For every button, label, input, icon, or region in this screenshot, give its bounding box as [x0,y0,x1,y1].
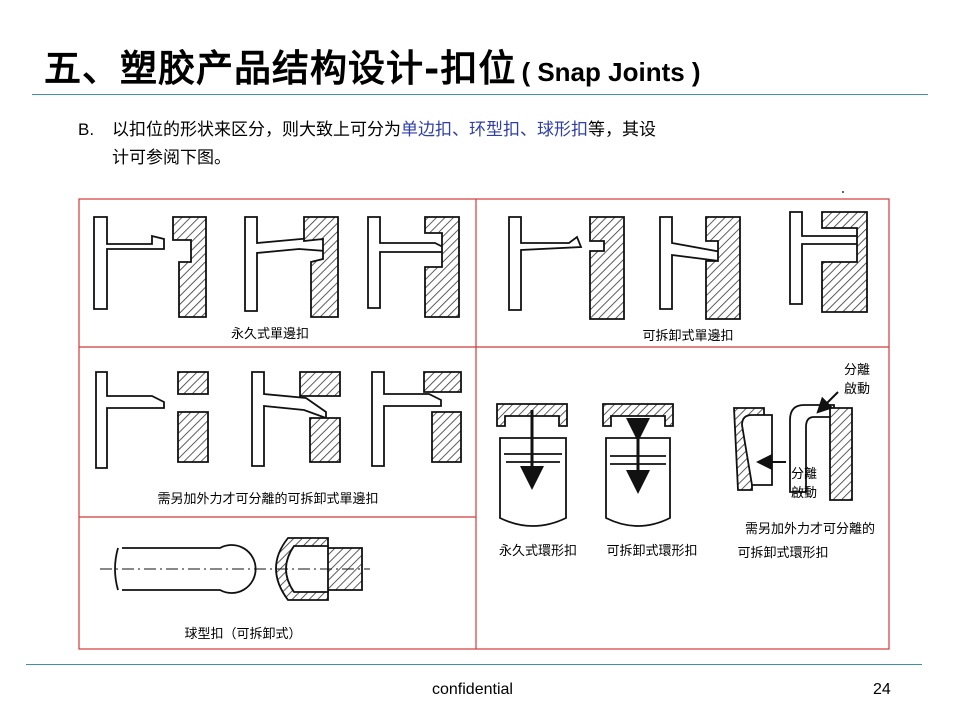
title-rule [32,94,928,95]
body-text-2: 等，其设 [588,120,656,140]
caption-permanent-ring: 永久式環形扣 [499,544,577,559]
force-single-snap-drawing [95,371,462,469]
caption-ball-snap: 球型扣（可拆卸式） [184,626,301,642]
page-number: 24 [873,681,891,698]
removable-ring-snap-drawing [602,403,674,527]
item-label: B. [78,120,95,139]
permanent-ring-snap-drawing [496,403,568,527]
force-ring-snap-drawing [733,391,853,501]
body-paragraph: B. 以扣位的形状来区分，则大致上可分为单边扣、环型扣、球形扣等，其设 计可参阅下… [78,116,898,172]
figure-frame [78,198,890,650]
caption-force-ring-2: 可拆卸式環形扣 [737,545,828,561]
footer-confidential: confidential [432,681,513,698]
body-text-1: 以扣位的形状来区分，则大致上可分为 [112,120,401,140]
removable-single-snap-drawing [508,211,868,320]
permanent-single-snap-drawing [93,216,460,318]
caption-separate-2a: 分離 [791,467,817,482]
caption-separate-1a: 分離 [844,363,870,378]
page-title: 五、塑胶产品结构设计-扣位 ( Snap Joints ) [44,38,701,92]
caption-removable-single: 可拆卸式單邊扣 [642,328,733,344]
body-text-3: 计可参阅下图。 [112,148,231,168]
ball-snap-drawing [100,537,370,601]
caption-force-single: 需另加外力才可分離的可拆卸式單邊扣 [157,491,378,507]
title-chinese: 五、塑胶产品结构设计-扣位 [44,46,517,90]
caption-permanent-single: 永久式單邊扣 [231,327,309,342]
caption-separate-1b: 啟動 [844,382,870,397]
caption-removable-ring: 可拆卸式環形扣 [606,543,697,559]
caption-force-ring-1: 需另加外力才可分離的 [745,521,875,537]
caption-separate-2b: 啟動 [791,486,817,501]
footer-rule [26,664,922,665]
body-highlight: 单边扣、环型扣、球形扣 [401,120,588,140]
title-english: ( Snap Joints ) [521,57,701,87]
